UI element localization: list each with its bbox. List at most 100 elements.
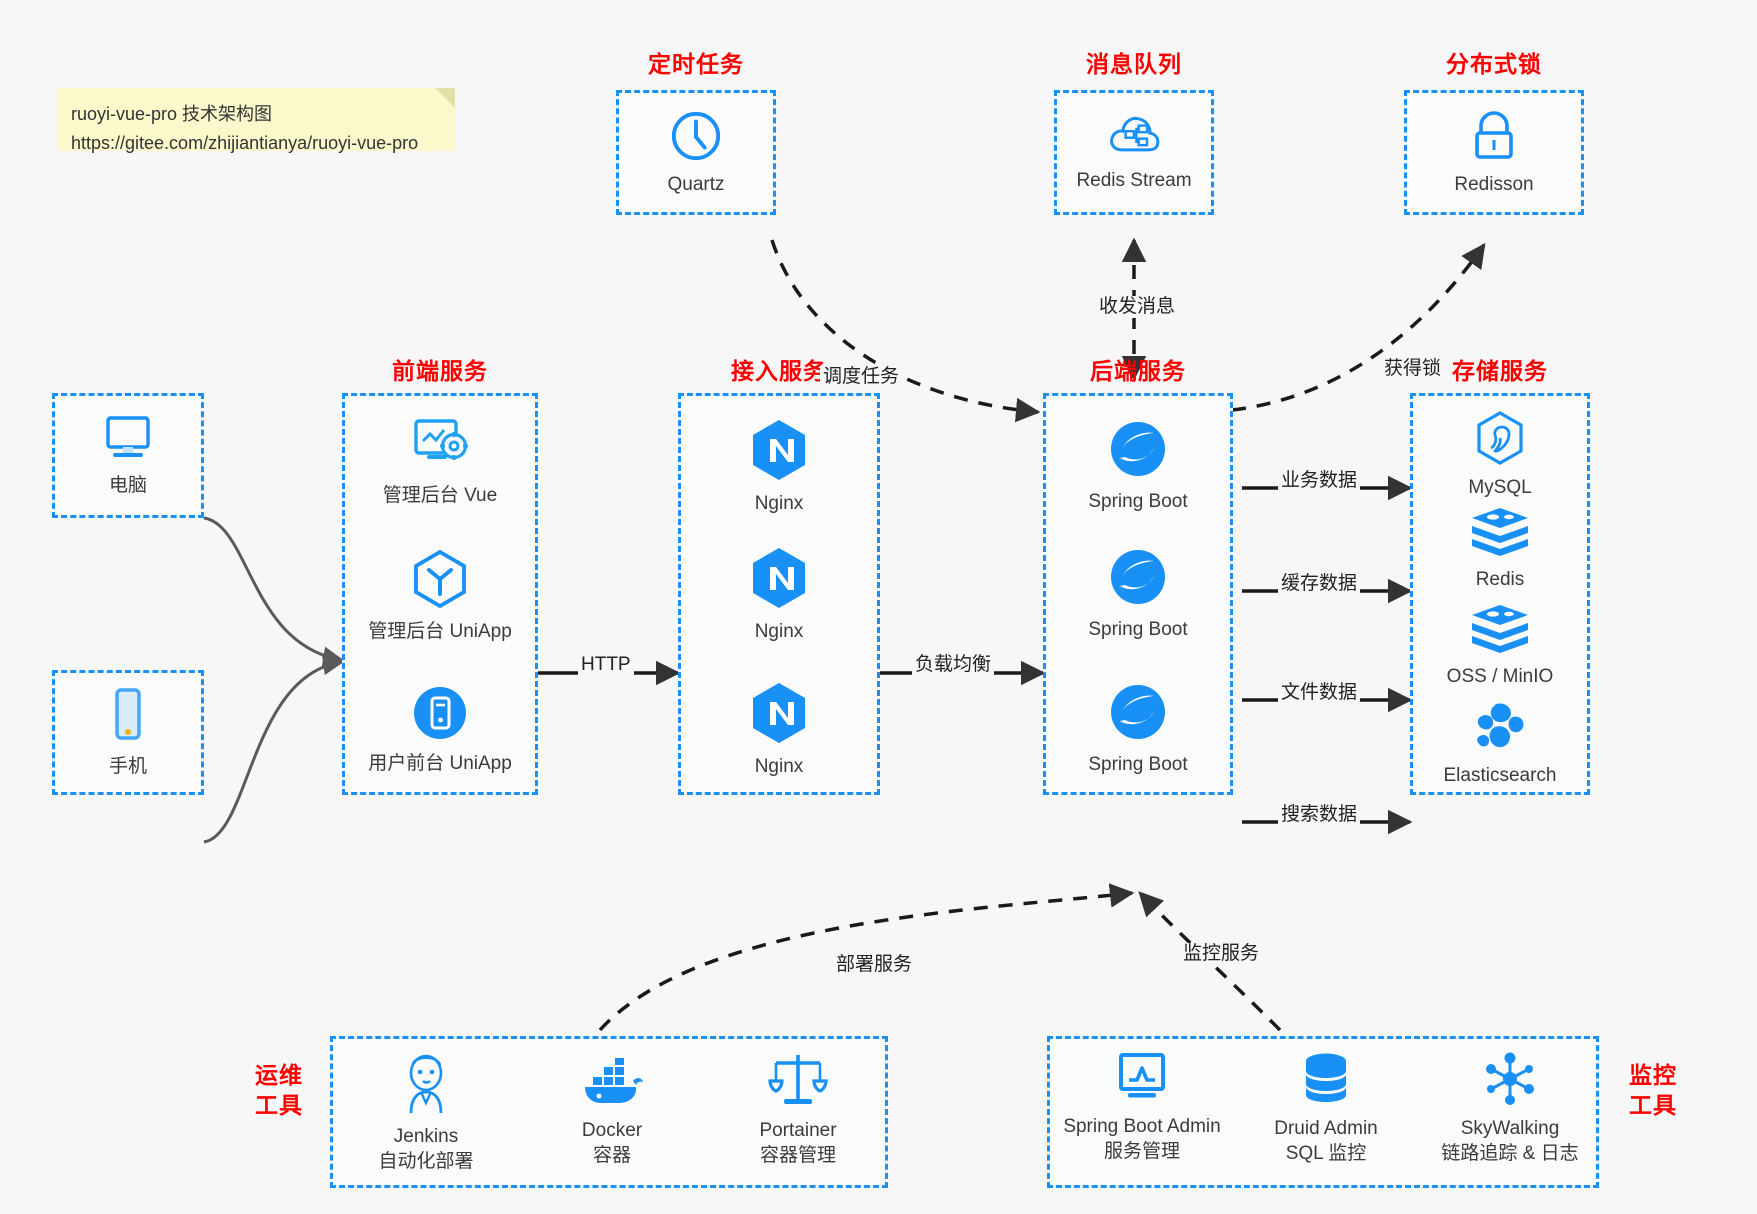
- node-jenkins[interactable]: Jenkins 自动化部署: [333, 1051, 519, 1174]
- node-label: Docker: [581, 1120, 643, 1141]
- smartphone-icon: [108, 687, 148, 750]
- node-label: Portainer: [759, 1120, 837, 1141]
- group-title-mq: 消息队列: [1086, 51, 1182, 77]
- node-nginx-1[interactable]: Nginx: [681, 418, 877, 516]
- node-sublabel: 服务管理: [1103, 1141, 1180, 1162]
- monitor-chart-icon: [1113, 1051, 1171, 1110]
- node-oss-minio[interactable]: OSS / MinIO: [1413, 603, 1587, 689]
- node-quartz[interactable]: Quartz: [619, 109, 773, 197]
- mobile-circle-icon: [411, 684, 469, 747]
- node-label: Spring Boot: [1088, 491, 1188, 512]
- elasticsearch-icon: [1472, 700, 1528, 759]
- edge-label-cache-data: 缓存数据: [1278, 573, 1361, 595]
- node-label: Druid Admin: [1274, 1118, 1378, 1139]
- mysql-icon: [1473, 410, 1527, 471]
- note-line-1: ruoyi-vue-pro 技术架构图: [71, 104, 273, 124]
- node-label: Quartz: [667, 174, 725, 195]
- group-client-pc: 电脑: [52, 393, 204, 518]
- node-nginx-2[interactable]: Nginx: [681, 546, 877, 644]
- group-devops: Jenkins 自动化部署 Docker 容器: [330, 1036, 888, 1188]
- edge-label-search-data: 搜索数据: [1278, 804, 1361, 826]
- node-user-uniapp[interactable]: 用户前台 UniApp: [345, 684, 535, 776]
- node-label: Redis Stream: [1076, 170, 1192, 191]
- diagram-note: ruoyi-vue-pro 技术架构图 https://gitee.com/zh…: [57, 88, 455, 153]
- node-redis[interactable]: Redis: [1413, 506, 1587, 592]
- node-sublabel: 容器: [592, 1145, 631, 1166]
- cloud-network-icon: [1107, 109, 1161, 164]
- node-label: Redis: [1475, 569, 1525, 590]
- node-redis-stream[interactable]: Redis Stream: [1057, 109, 1211, 193]
- edge-label-http: HTTP: [578, 654, 634, 676]
- node-admin-uniapp[interactable]: 管理后台 UniApp: [345, 548, 535, 644]
- nginx-icon: [749, 546, 809, 615]
- edge-pc-to-frontend: [203, 516, 345, 668]
- edge-label-schedule-task: 调度任务: [820, 366, 903, 388]
- node-label: Spring Boot: [1088, 619, 1188, 640]
- node-mobile[interactable]: 手机: [55, 687, 201, 779]
- edge-label-load-balance: 负载均衡: [912, 654, 995, 676]
- node-spring-boot-admin[interactable]: Spring Boot Admin 服务管理: [1050, 1051, 1234, 1164]
- node-spring-boot-2[interactable]: Spring Boot: [1046, 546, 1230, 642]
- node-portainer[interactable]: Portainer 容器管理: [705, 1051, 891, 1168]
- group-title-devops-line1: 运维: [255, 1062, 303, 1088]
- group-title-backend: 后端服务: [1090, 358, 1186, 384]
- spring-boot-icon: [1107, 546, 1169, 613]
- spring-boot-icon: [1107, 681, 1169, 748]
- node-label: Nginx: [754, 756, 804, 777]
- node-label: Spring Boot: [1088, 754, 1188, 775]
- node-label: 管理后台 Vue: [382, 485, 498, 506]
- node-elasticsearch[interactable]: Elasticsearch: [1413, 700, 1587, 788]
- edge-label-monitor-service: 监控服务: [1180, 943, 1263, 965]
- node-pc[interactable]: 电脑: [55, 412, 201, 498]
- node-nginx-3[interactable]: Nginx: [681, 681, 877, 779]
- group-frontend: 管理后台 Vue 管理后台 UniApp 用户前台 UniApp: [342, 393, 538, 795]
- group-gateway: Nginx Nginx Nginx: [678, 393, 880, 795]
- node-label: Redisson: [1454, 174, 1534, 195]
- node-label: 手机: [108, 756, 147, 777]
- node-label: Spring Boot Admin: [1063, 1116, 1221, 1137]
- edge-schedule-task: [770, 239, 1041, 423]
- node-druid-admin[interactable]: Druid Admin SQL 监控: [1234, 1051, 1418, 1166]
- node-spring-boot-1[interactable]: Spring Boot: [1046, 418, 1230, 514]
- node-label: Nginx: [754, 493, 804, 514]
- group-scheduler: Quartz: [616, 90, 776, 215]
- group-backend: Spring Boot Spring Boot Spring Boot: [1043, 393, 1233, 795]
- node-spring-boot-3[interactable]: Spring Boot: [1046, 681, 1230, 777]
- node-label: 管理后台 UniApp: [368, 621, 512, 642]
- node-docker[interactable]: Docker 容器: [519, 1057, 705, 1168]
- node-label: Elasticsearch: [1443, 765, 1557, 786]
- group-title-storage: 存储服务: [1452, 358, 1548, 384]
- group-monitor: Spring Boot Admin 服务管理 Druid Admin SQL 监…: [1047, 1036, 1599, 1188]
- dashboard-gear-icon: [409, 416, 471, 479]
- spring-boot-icon: [1107, 418, 1169, 485]
- scales-icon: [768, 1051, 828, 1114]
- group-client-mobile: 手机: [52, 670, 204, 795]
- desktop-icon: [100, 412, 156, 469]
- node-skywalking[interactable]: SkyWalking 链路追踪 & 日志: [1418, 1051, 1602, 1166]
- clock-icon: [669, 109, 723, 168]
- edge-label-file-data: 文件数据: [1278, 682, 1361, 704]
- node-mysql[interactable]: MySQL: [1413, 410, 1587, 500]
- node-label: Jenkins: [393, 1126, 459, 1147]
- docker-icon: [579, 1057, 645, 1114]
- group-title-monitor: 监控 工具: [1622, 1060, 1684, 1120]
- node-sublabel: 容器管理: [759, 1145, 836, 1166]
- node-label: 用户前台 UniApp: [368, 753, 512, 774]
- group-title-monitor-line1: 监控: [1629, 1062, 1677, 1088]
- group-title-scheduler: 定时任务: [648, 51, 744, 77]
- node-redisson[interactable]: Redisson: [1407, 109, 1581, 197]
- redis-icon: [1469, 603, 1531, 660]
- edge-label-mq-message: 收发消息: [1096, 296, 1179, 318]
- node-sublabel: SQL 监控: [1285, 1143, 1367, 1164]
- group-title-lock: 分布式锁: [1446, 51, 1542, 77]
- group-title-devops: 运维 工具: [248, 1060, 310, 1120]
- node-label: MySQL: [1468, 477, 1532, 498]
- node-label: OSS / MinIO: [1446, 666, 1554, 687]
- edge-label-acquire-lock: 获得锁: [1381, 358, 1445, 380]
- group-title-monitor-line2: 工具: [1629, 1092, 1677, 1118]
- group-title-gateway: 接入服务: [731, 358, 827, 384]
- node-sublabel: 链路追踪 & 日志: [1441, 1143, 1579, 1164]
- node-admin-vue[interactable]: 管理后台 Vue: [345, 416, 535, 508]
- node-label: SkyWalking: [1460, 1118, 1560, 1139]
